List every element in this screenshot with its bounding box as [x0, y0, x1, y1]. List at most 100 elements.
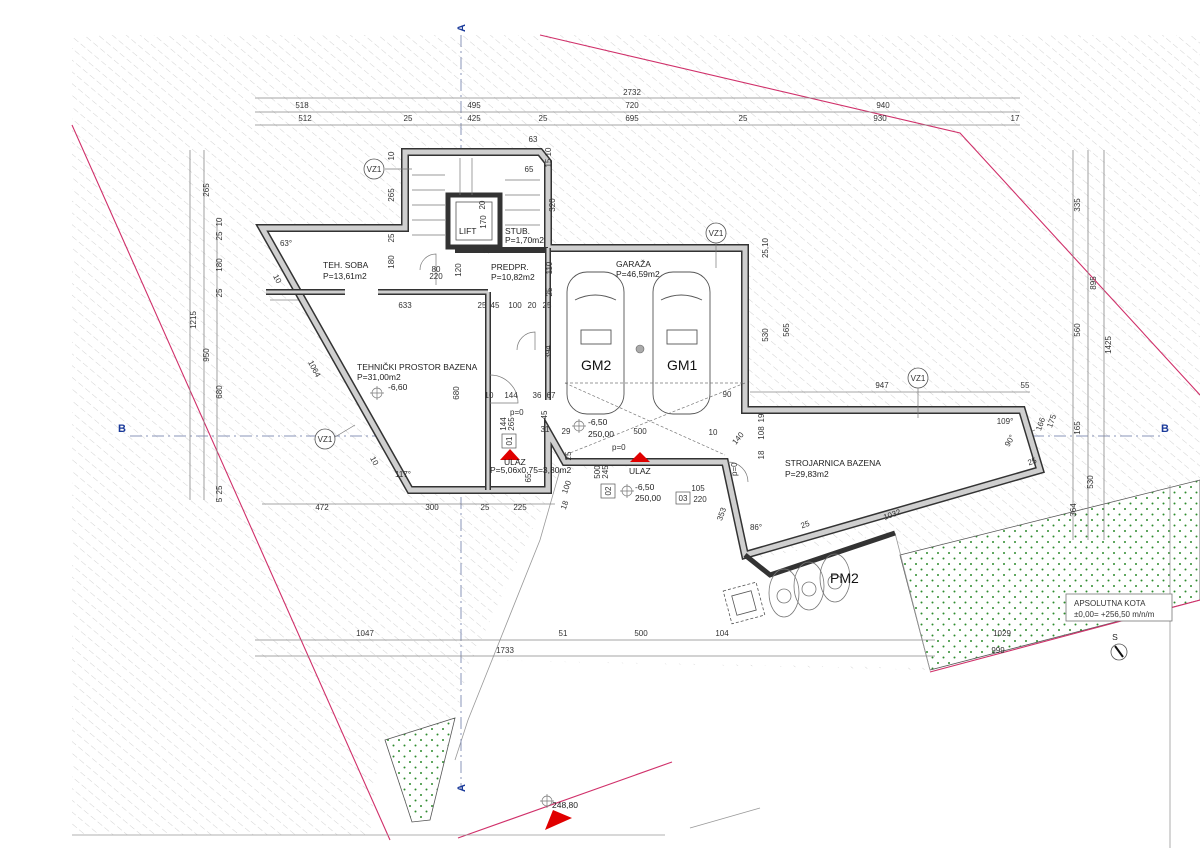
property-lines: [71, 34, 1200, 841]
slope-label: p=0: [612, 443, 626, 452]
dimension-label: 1215: [189, 311, 198, 329]
dimension-lines: [189, 97, 1105, 657]
dimension-label: 144: [504, 391, 518, 400]
dimension-label: 1029: [993, 629, 1011, 638]
parking-pm2: [768, 553, 851, 618]
dimension-label: 100: [560, 479, 573, 495]
room-name: PREDPR.: [491, 262, 529, 272]
dimension-label: 18: [757, 450, 766, 459]
north-arrow-icon: [1110, 643, 1128, 661]
entrance-arrow: [630, 452, 650, 462]
dimension-label: 65: [524, 473, 533, 482]
dimension-label: 500: [633, 427, 647, 436]
dimension-label: 940: [876, 101, 890, 110]
room-name: STROJARNICA BAZENA: [785, 458, 881, 468]
dimension-label: 495: [467, 101, 481, 110]
dimension-label: 25: [545, 287, 554, 296]
dimension-label: 25: [564, 451, 573, 460]
room-name: TEHNIČKI PROSTOR BAZENA: [357, 362, 478, 372]
dimension-label: 63°: [280, 239, 292, 248]
room-name: ULAZ: [504, 457, 526, 467]
planter: [722, 581, 766, 625]
door-size: 220: [429, 272, 443, 281]
parking-wall: [743, 530, 896, 578]
dimension-label: 394: [544, 345, 553, 359]
stairs: [412, 158, 540, 236]
dimension-label: 1733: [496, 646, 514, 655]
entrance-arrow: [545, 810, 572, 830]
dimension-label: 15: [544, 158, 553, 167]
dimension-label: 947: [875, 381, 889, 390]
dimension-label: 265: [202, 183, 211, 197]
room-level: -6,60: [388, 382, 408, 392]
wall-tag: VZ1: [367, 165, 382, 174]
dimension-label: 45: [491, 301, 500, 310]
green-area-left: [384, 717, 456, 823]
wall-type-tags: [314, 158, 929, 450]
dimension-label: 25: [481, 503, 490, 512]
level-value: 248,80: [552, 800, 578, 810]
dimension-label: 425: [467, 114, 481, 123]
dimension-label: 25: [387, 233, 396, 242]
room-area: P=29,83m2: [785, 469, 829, 479]
absolute-level-value: ±0,00= +256,50 m/n/m: [1074, 610, 1155, 619]
dimension-label: 144: [499, 417, 508, 431]
car-gm1: [652, 271, 711, 415]
door-tag: 02: [604, 486, 613, 495]
door-tag: 03: [679, 494, 688, 503]
room-name: GARAŽA: [616, 259, 651, 269]
building: [255, 148, 1045, 625]
dimension-label: 25: [1026, 456, 1038, 468]
dimension-label: 518: [295, 101, 309, 110]
dimension-label: 25: [543, 301, 552, 310]
forecourt: [472, 462, 930, 668]
dimension-label: 364: [1069, 503, 1078, 517]
dimension-label: 10: [485, 391, 494, 400]
dimension-label: 104: [715, 629, 729, 638]
dimension-label: 45: [540, 410, 549, 419]
level-value: -6,50: [588, 417, 608, 427]
dimension-label: 117°: [395, 470, 411, 479]
dimension-label: 530: [1086, 475, 1095, 489]
car-gm2: [566, 271, 625, 415]
slope-label: p=0: [510, 408, 524, 417]
dimension-label: 265: [507, 417, 516, 431]
dimension-label: 175: [1045, 413, 1058, 429]
section-marker-b: B: [118, 423, 126, 435]
parking-label-pm2: PM2: [830, 570, 859, 586]
dimension-label: 930: [873, 114, 887, 123]
dimension-label: 950: [202, 348, 211, 362]
doors: [419, 253, 749, 483]
dimension-label: 86°: [750, 523, 762, 532]
section-marker-a: A: [456, 24, 468, 32]
dimension-label: 720: [625, 101, 639, 110]
dimension-label: 67: [547, 391, 556, 400]
level-value: 250,00: [588, 429, 614, 439]
room-area: P=1,70m2: [505, 235, 544, 245]
dimension-label: 180: [387, 255, 396, 269]
dimension-label: 20: [478, 200, 487, 209]
dimension-label: 2732: [623, 88, 641, 97]
dimension-label: 695: [625, 114, 639, 123]
dimension-label: 680: [452, 386, 461, 400]
dimension-label: 105: [691, 484, 705, 493]
dimension-label: 633: [398, 301, 412, 310]
absolute-level-title: APSOLUTNA KOTA: [1074, 599, 1146, 608]
dimension-label: 220: [693, 495, 707, 504]
dimension-label: 90: [723, 390, 732, 399]
dimension-label: 512: [298, 114, 312, 123]
dimension-label: 472: [315, 503, 329, 512]
dimension-label: 25: [215, 231, 224, 240]
slope-label: p=0: [730, 462, 739, 476]
dimension-label: 245: [601, 465, 610, 479]
dimension-label: 63: [529, 135, 538, 144]
dimension-label: 18: [559, 499, 571, 511]
room-area: P=5,06x0,75=3,80m2: [490, 465, 572, 475]
dimension-label: 20: [528, 301, 537, 310]
dimension-label: 530: [761, 328, 770, 342]
north-label: S: [1112, 632, 1118, 642]
wall-tag: VZ1: [911, 374, 926, 383]
room-area: P=46,59m2: [616, 269, 660, 279]
dimension-label: 110: [545, 261, 554, 274]
dimension-label: 565: [782, 323, 791, 337]
